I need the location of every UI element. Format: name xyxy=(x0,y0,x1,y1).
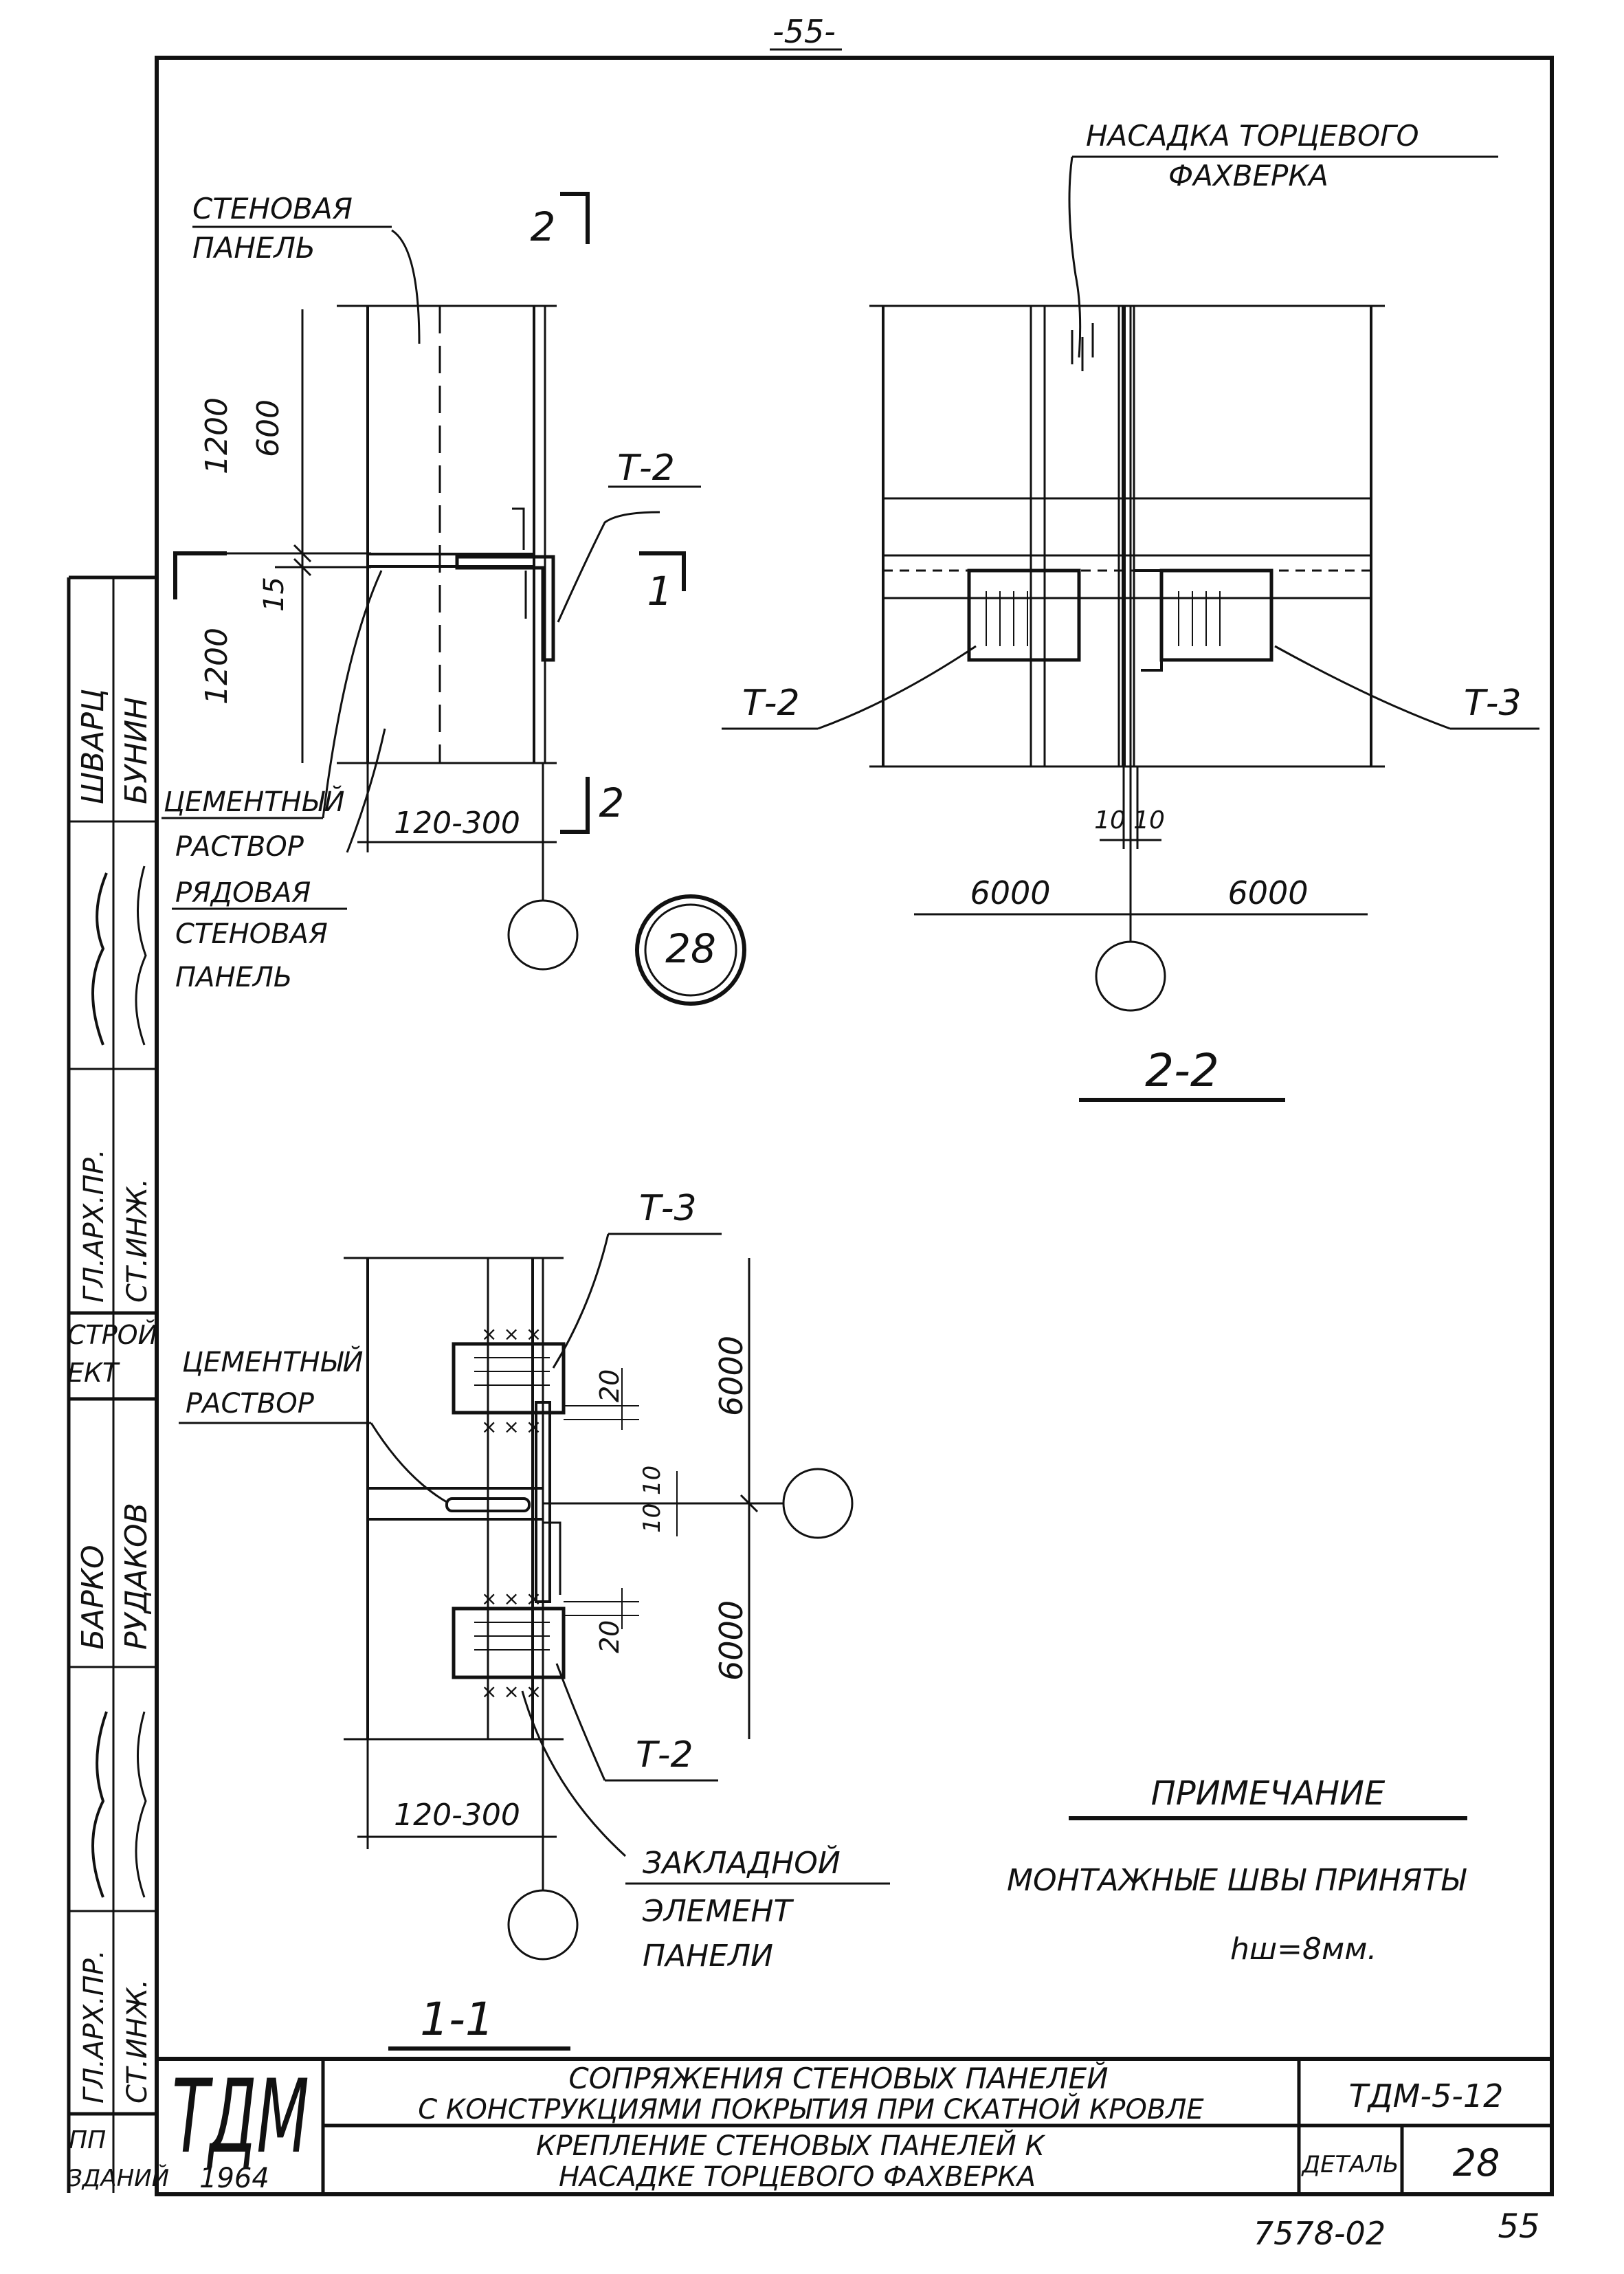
label-embedded-line2: ЭЛЕМЕНТ xyxy=(642,1894,794,1929)
section-1-1: × × × × × × × × × × × × Т-3 Т-2 ЦЕМЕНТНЫ… xyxy=(179,1188,890,2051)
dim-width-top: 120-300 xyxy=(394,806,520,841)
section-top-left: Т-2 СТЕНОВАЯ ПАНЕЛЬ 2 2 1 1200 600 15 12… xyxy=(162,192,746,1006)
stamp-bottom-1: ПП xyxy=(69,2126,106,2154)
dim-width-1-1: 120-300 xyxy=(394,1798,520,1833)
label-top-line1: НАСАДКА ТОРЦЕВОГО xyxy=(1086,119,1419,153)
stamp-name-1: ШВАРЦ xyxy=(76,689,111,804)
dim-gap-left: 10 xyxy=(1094,806,1126,835)
stamp-role-4: СТ.ИНЖ. xyxy=(122,1979,153,2104)
inventory-number: 7578-02 xyxy=(1254,2215,1386,2252)
stamp-role-3: ГЛ.АРХ.ПР. xyxy=(78,1950,110,2104)
label-embedded-line3: ПАНЕЛИ xyxy=(643,1939,773,1974)
dim-upper-span: 6000 xyxy=(713,1336,750,1416)
label-t2-2-2: Т-2 xyxy=(742,683,800,724)
note-block: ПРИМЕЧАНИЕ МОНТАЖНЫЕ ШВЫ ПРИНЯТЫ hш=8мм. xyxy=(1007,1774,1467,1967)
label-mortar-line1: ЦЕМЕНТНЫЙ xyxy=(164,785,344,818)
label-embedded-line1: ЗАКЛАДНОЙ xyxy=(643,1844,841,1881)
series-code: ТДМ-5-12 xyxy=(1349,2077,1504,2115)
label-t3-2-2: Т-3 xyxy=(1464,683,1522,724)
dim-gap-right: 10 xyxy=(1133,806,1165,835)
svg-text:× × ×: × × × xyxy=(481,1415,542,1438)
label-row-panel-line3: ПАНЕЛЬ xyxy=(175,962,292,993)
cut-mark-2-bottom: 2 xyxy=(599,780,625,826)
section-title-2-2: 2-2 xyxy=(1145,1044,1219,1097)
dim-joint: 15 xyxy=(258,577,290,612)
cut-mark-1-right: 1 xyxy=(647,568,673,615)
label-t3-1-1: Т-3 xyxy=(639,1188,697,1229)
svg-text:× × ×: × × × xyxy=(481,1680,542,1703)
label-row-panel-line2: СТЕНОВАЯ xyxy=(175,918,328,950)
label-t2-top: Т-2 xyxy=(617,448,675,489)
svg-text:× × ×: × × × xyxy=(481,1323,542,1345)
left-stamp: ШВАРЦ БУНИН ГЛ.АРХ.ПР. СТ.ИНЖ. СТРОЙ ЕКТ… xyxy=(67,575,169,2193)
stamp-middle-2: ЕКТ xyxy=(67,1358,120,1388)
year: 1964 xyxy=(199,2163,269,2194)
marker-circle-1-1-right xyxy=(782,1468,854,1539)
label-mortar-line2: РАСТВОР xyxy=(175,831,304,863)
dim-top-a: 1200 xyxy=(199,397,234,474)
label-row-panel-line1: РЯДОВАЯ xyxy=(175,877,311,909)
dim-top-b: 600 xyxy=(251,399,286,457)
title-line2: С КОНСТРУКЦИЯМИ ПОКРЫТИЯ ПРИ СКАТНОЙ КРО… xyxy=(418,2093,1204,2126)
dim-upper-gap: 20 xyxy=(594,1369,625,1402)
stamp-name-2: БУНИН xyxy=(119,697,154,804)
dim-lower-gap: 20 xyxy=(594,1620,625,1653)
cut-mark-2-top: 2 xyxy=(531,203,556,250)
label-mortar-1-1-line2: РАСТВОР xyxy=(186,1388,315,1420)
section-2-2: НАСАДКА ТОРЦЕВОГО ФАХВЕРКА Т-2 Т-3 10 10… xyxy=(722,119,1539,1102)
detail-number: 28 xyxy=(1453,2141,1500,2185)
title-line1: СОПРЯЖЕНИЯ СТЕНОВЫХ ПАНЕЛЕЙ xyxy=(568,2061,1108,2095)
page-number-top: -55- xyxy=(772,13,836,50)
drawing-frame xyxy=(155,56,1554,2196)
note-formula: hш=8мм. xyxy=(1230,1932,1377,1967)
subtitle-line1: КРЕПЛЕНИЕ СТЕНОВЫХ ПАНЕЛЕЙ К xyxy=(536,2129,1045,2162)
dim-joint-1-1: 10 xyxy=(638,1503,666,1533)
label-panel-line1: СТЕНОВАЯ xyxy=(192,192,353,225)
subtitle-line2: НАСАДКЕ ТОРЦЕВОГО ФАХВЕРКА xyxy=(559,2161,1036,2193)
dim-bottom: 1200 xyxy=(199,628,234,705)
label-panel-line2: ПАНЕЛЬ xyxy=(192,231,315,265)
stamp-role-2: СТ.ИНЖ. xyxy=(122,1178,153,1303)
dim-lower-span: 6000 xyxy=(713,1600,750,1681)
stamp-name-4: РУДАКОВ xyxy=(119,1503,154,1650)
svg-text:× × ×: × × × xyxy=(481,1587,542,1610)
marker-circle-2-2 xyxy=(1095,940,1166,1012)
section-title-1-1: 1-1 xyxy=(420,1993,494,2046)
marker-circle-top-left xyxy=(507,899,579,971)
page-number-bottom: 55 xyxy=(1498,2207,1539,2246)
detail-circle xyxy=(635,894,746,1006)
label-mortar-1-1-line1: ЦЕМЕНТНЫЙ xyxy=(182,1345,363,1378)
note-text: МОНТАЖНЫЕ ШВЫ ПРИНЯТЫ xyxy=(1007,1863,1467,1898)
stamp-name-3: БАРКО xyxy=(76,1545,111,1650)
marker-circle-1-1-bottom xyxy=(507,1889,579,1961)
stamp-middle-1: СТРОЙ xyxy=(67,1320,157,1350)
dim-span-right: 6000 xyxy=(1227,874,1308,912)
detail-number-circle: 28 xyxy=(665,925,716,972)
dim-joint-1-1-b: 10 xyxy=(638,1466,666,1495)
detail-label: ДЕТАЛЬ xyxy=(1301,2151,1399,2178)
note-title: ПРИМЕЧАНИЕ xyxy=(1151,1774,1386,1813)
label-top-line2: ФАХВЕРКА xyxy=(1168,159,1328,192)
stamp-bottom-2: ЗДАНИЙ xyxy=(67,2164,169,2192)
stamp-role-1: ГЛ.АРХ.ПР. xyxy=(78,1149,110,1303)
dim-span-left: 6000 xyxy=(970,874,1050,912)
title-block: ТДМ 1964 СОПРЯЖЕНИЯ СТЕНОВЫХ ПАНЕЛЕЙ С К… xyxy=(157,2057,1552,2194)
label-t2-1-1: Т-2 xyxy=(636,1734,693,1776)
logo: ТДМ xyxy=(172,2057,309,2176)
